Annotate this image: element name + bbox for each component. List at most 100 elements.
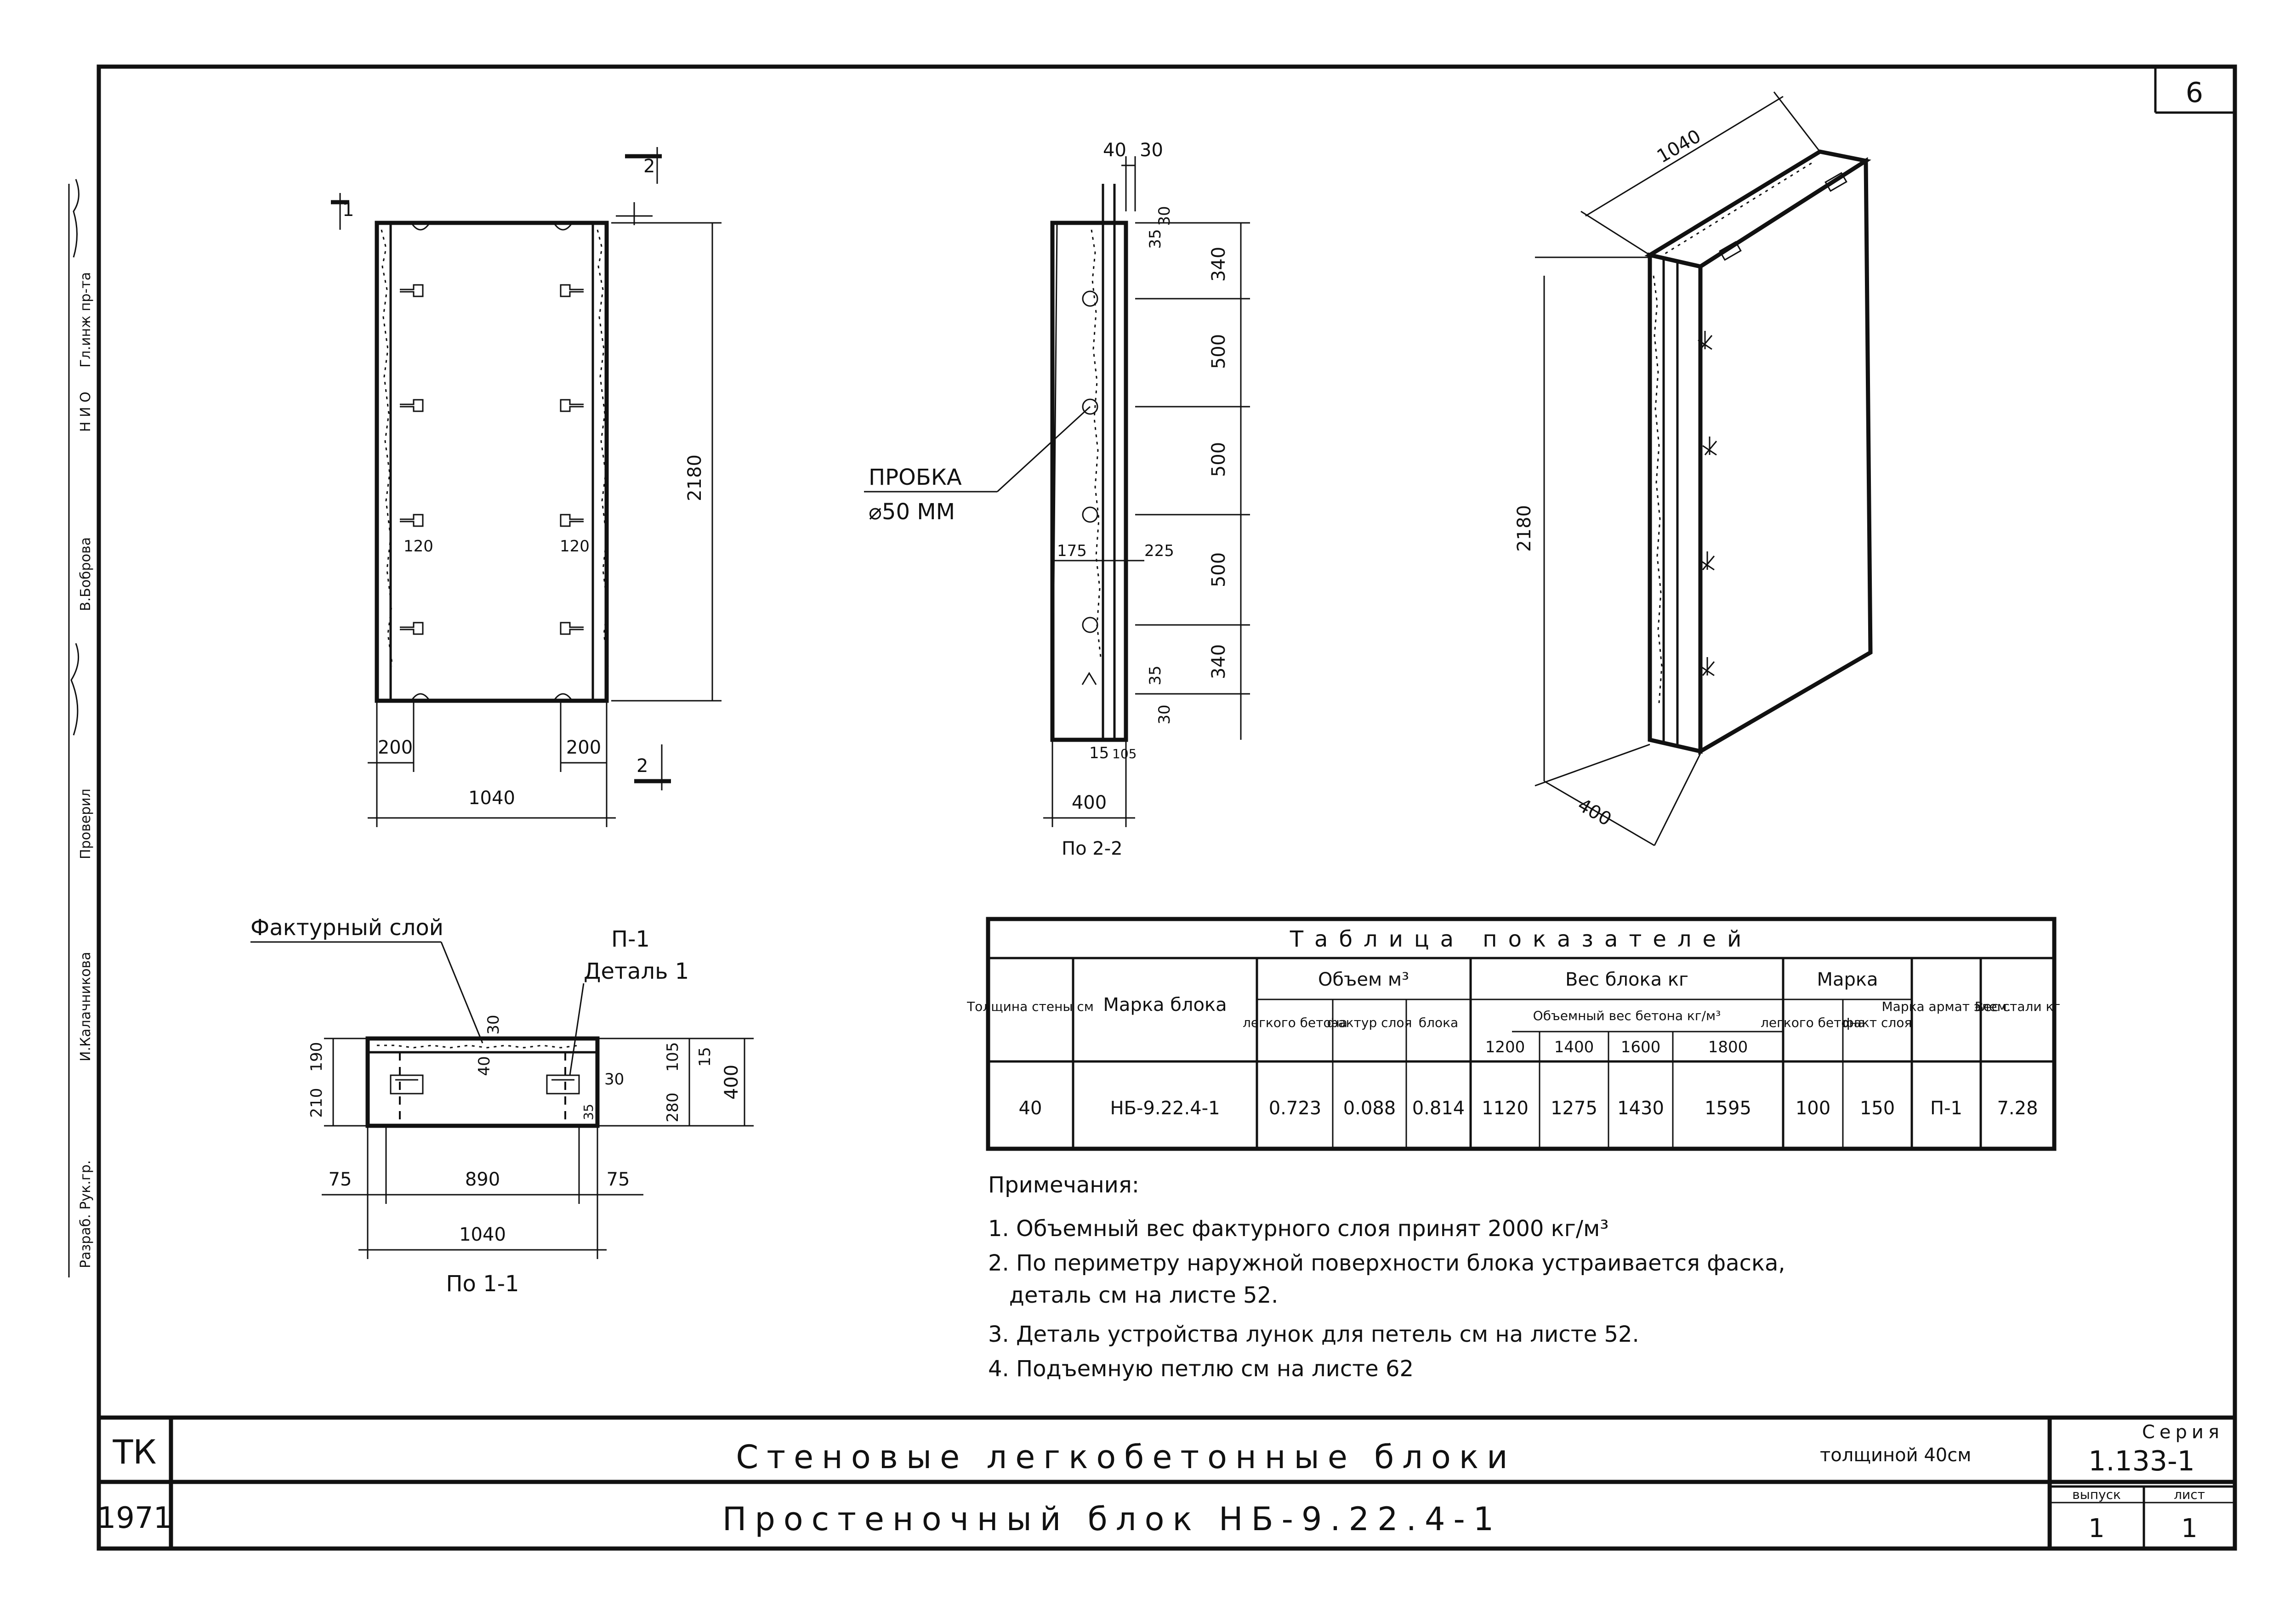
side-dim-175: 175 xyxy=(1057,542,1087,560)
side-dim-35-top: 35 xyxy=(1146,229,1165,249)
cell-w1400: 1275 xyxy=(1551,1098,1597,1119)
tb-title-line1: Стеновые легкобетонные блоки xyxy=(736,1438,1516,1476)
cell-volume-light: 0.723 xyxy=(1269,1098,1322,1119)
hdr-weight: Вес блока кг xyxy=(1565,969,1688,990)
side-dim-500-a: 500 xyxy=(1208,334,1229,369)
cell-thickness: 40 xyxy=(1019,1098,1042,1119)
side-dim-15: 15 xyxy=(1089,744,1109,762)
signature-mark xyxy=(70,643,80,736)
tb-sheet-label: лист xyxy=(2174,1487,2205,1502)
hdr-w1400: 1400 xyxy=(1554,1038,1594,1056)
plug-label-1: ПРОБКА xyxy=(869,465,962,490)
tb-issue-label: выпуск xyxy=(2072,1487,2121,1502)
cell-volume-face: 0.088 xyxy=(1343,1098,1396,1119)
cell-grade-light: 100 xyxy=(1796,1098,1830,1119)
plan-view: Фактурный слой П-1 Деталь 1 210 190 30 4… xyxy=(250,915,754,1297)
plan-dim-30-top: 30 xyxy=(484,1015,503,1034)
plan-dim-105: 105 xyxy=(664,1042,682,1072)
side-stamp: Разраб. Рук.гр. И.Калачникова Проверил В… xyxy=(68,179,100,1277)
hdr-w1600: 1600 xyxy=(1621,1038,1661,1056)
iso-dim-length: 1040 xyxy=(1654,125,1705,167)
tb-year: 1971 xyxy=(97,1501,172,1535)
plan-dim-890: 890 xyxy=(465,1169,500,1190)
plan-dim-15: 15 xyxy=(696,1047,714,1067)
front-dim-loop-right: 120 xyxy=(560,537,590,556)
cell-rebar: П-1 xyxy=(1930,1098,1962,1119)
tb-title-line2: Простеночный блок НБ-9.22.4-1 xyxy=(722,1500,1502,1538)
stamp-item-2: Н И О xyxy=(78,391,94,432)
section-mark-2-top: 2 xyxy=(643,156,655,177)
cell-w1200: 1120 xyxy=(1482,1098,1529,1119)
hdr-volume-block: блока xyxy=(1419,1015,1458,1030)
hdr-thickness: Толщина стены см xyxy=(966,999,1094,1014)
plan-detail-label-2: Деталь 1 xyxy=(584,959,689,984)
plan-dim-1040: 1040 xyxy=(459,1224,506,1245)
hdr-grade-light: легкого бетона xyxy=(1761,1015,1865,1030)
stamp-item-6: Разраб. Рук.гр. xyxy=(78,1160,94,1268)
hdr-steel: Вес стали кг xyxy=(1975,999,2060,1014)
front-view: 120 120 1 2 2 2180 200 200 1040 xyxy=(331,147,722,827)
stamp-item-5: И.Калачникова xyxy=(78,952,94,1061)
notes: Примечания: 1. Объемный вес фактурного с… xyxy=(988,1172,1785,1382)
side-dim-30-top: 30 xyxy=(1155,206,1174,226)
cell-w1800: 1595 xyxy=(1705,1098,1751,1119)
plan-detail-label-1: П-1 xyxy=(611,926,650,952)
stamp-item-3: В.Боброва xyxy=(78,537,94,611)
tb-org: ТК xyxy=(112,1433,156,1471)
plan-dim-190: 190 xyxy=(307,1042,326,1072)
hdr-volume-face: фактур слоя xyxy=(1327,1015,1412,1030)
side-dim-105: 105 xyxy=(1112,746,1137,761)
side-dim-40: 40 xyxy=(1103,140,1126,161)
tb-title-line1-note: толщиной 40см xyxy=(1820,1445,1971,1466)
section-mark-1-top: 1 xyxy=(342,199,354,221)
front-dim-right: 200 xyxy=(566,737,601,758)
stamp-item-4: Проверил xyxy=(78,789,94,859)
plug-label-2: ⌀50 ММ xyxy=(869,499,955,525)
plan-dim-40: 40 xyxy=(475,1056,494,1076)
hdr-rebar: Марка армат элем. xyxy=(1882,999,2011,1014)
sheet-number: 6 xyxy=(2186,77,2203,109)
note-3: 3. Деталь устройства лунок для петель см… xyxy=(988,1322,1639,1347)
side-dim-width: 400 xyxy=(1072,792,1107,813)
note-4: 4. Подъемную петлю см на листе 62 xyxy=(988,1356,1414,1382)
side-dim-35-bottom: 35 xyxy=(1146,665,1165,685)
cell-steel: 7.28 xyxy=(1997,1098,2038,1119)
cell-grade-face: 150 xyxy=(1860,1098,1895,1119)
tb-series-label: Серия xyxy=(2142,1422,2224,1443)
hdr-grade: Марка xyxy=(1817,969,1878,990)
side-dim-30-bottom: 30 xyxy=(1155,704,1174,724)
iso-view: 1040 2180 400 xyxy=(1514,91,1873,846)
front-dim-height: 2180 xyxy=(684,454,705,501)
side-dim-500-c: 500 xyxy=(1208,552,1229,587)
plan-dim-35: 35 xyxy=(581,1104,596,1120)
front-dim-left: 200 xyxy=(378,737,413,758)
plan-dim-75-right: 75 xyxy=(607,1169,630,1190)
indicators-table: Таблица показателей Толщина стены см Мар… xyxy=(966,917,2060,1151)
tb-sheet-value: 1 xyxy=(2181,1514,2198,1543)
hdr-grade-face: факт слоя xyxy=(1843,1015,1912,1030)
hdr-w1200: 1200 xyxy=(1485,1038,1525,1056)
note-2b: деталь см на листе 52. xyxy=(988,1282,1278,1308)
section-mark-2-bottom: 2 xyxy=(637,755,648,777)
cell-w1600: 1430 xyxy=(1617,1098,1664,1119)
hdr-volume: Объем м³ xyxy=(1318,969,1409,990)
hdr-w1800: 1800 xyxy=(1708,1038,1748,1056)
hdr-volume-light: легкого бетона xyxy=(1243,1015,1347,1030)
side-dim-340-bottom: 340 xyxy=(1208,644,1229,679)
plan-dim-210: 210 xyxy=(307,1088,326,1118)
title-block: ТК 1971 Стеновые легкобетонные блоки тол… xyxy=(97,1415,2235,1549)
tb-issue-value: 1 xyxy=(2088,1514,2105,1543)
side-dim-500-b: 500 xyxy=(1208,442,1229,477)
note-2: 2. По периметру наружной поверхности бло… xyxy=(988,1250,1785,1276)
side-caption: По 2-2 xyxy=(1062,838,1123,859)
note-1: 1. Объемный вес фактурного слоя принят 2… xyxy=(988,1216,1609,1242)
hdr-weight-sub: Объемный вес бетона кг/м³ xyxy=(1533,1008,1721,1023)
plan-dim-30-right: 30 xyxy=(604,1070,624,1089)
plan-dim-400: 400 xyxy=(721,1065,742,1100)
side-dim-30: 30 xyxy=(1140,140,1163,161)
signature-mark-2 xyxy=(73,179,80,258)
tb-series-value: 1.133-1 xyxy=(2088,1445,2195,1477)
plan-layer-label: Фактурный слой xyxy=(250,915,443,941)
side-dim-340-top: 340 xyxy=(1208,247,1229,282)
